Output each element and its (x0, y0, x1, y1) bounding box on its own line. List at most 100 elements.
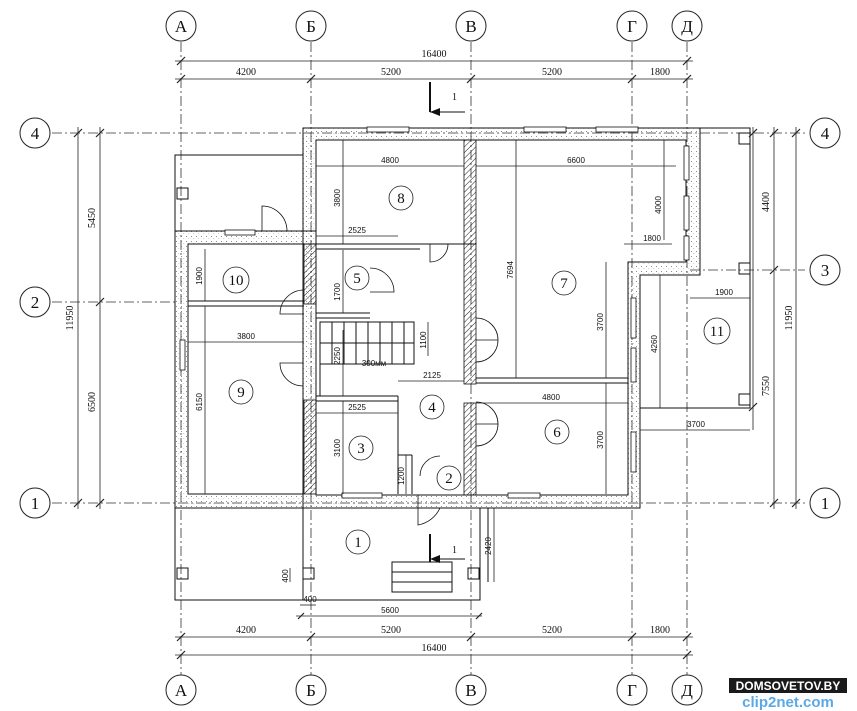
svg-text:7694: 7694 (506, 261, 515, 279)
dimensions-top: 16400 4200 5200 5200 1800 (175, 49, 693, 84)
svg-text:4400: 4400 (761, 192, 772, 212)
axis-bubble-4-right: 4 (809, 117, 841, 149)
svg-text:5200: 5200 (542, 67, 562, 78)
svg-text:1800: 1800 (650, 67, 670, 78)
svg-text:9: 9 (237, 385, 245, 401)
room-label-1: 1 (345, 529, 371, 555)
dimensions-bottom: 4200 5200 5200 1800 16400 (175, 625, 693, 660)
svg-text:11950: 11950 (784, 306, 795, 331)
room-label-8: 8 (388, 185, 414, 211)
watermark-site1: DOMSOVETOV.BY (736, 679, 841, 693)
svg-text:3: 3 (357, 441, 365, 457)
svg-text:Д: Д (681, 17, 693, 36)
svg-text:1: 1 (354, 535, 362, 551)
svg-text:7550: 7550 (761, 376, 772, 396)
svg-text:2250: 2250 (333, 347, 342, 365)
svg-text:4: 4 (428, 400, 436, 416)
exterior-walls (174, 127, 751, 601)
svg-text:4000: 4000 (654, 196, 663, 214)
svg-text:10: 10 (229, 273, 244, 289)
axis-bubble-b-bottom: Б (295, 674, 327, 706)
room-label-2: 2 (436, 465, 462, 491)
svg-text:2420: 2420 (484, 537, 493, 555)
svg-text:Б: Б (306, 17, 316, 36)
axis-bubble-b-top: Б (295, 10, 327, 42)
svg-text:4: 4 (821, 124, 830, 143)
svg-text:6500: 6500 (87, 392, 98, 412)
svg-text:5200: 5200 (381, 67, 401, 78)
watermark: DOMSOVETOV.BY clip2net.com (729, 678, 847, 711)
svg-text:В: В (465, 17, 476, 36)
svg-text:Б: Б (306, 681, 316, 700)
svg-text:4: 4 (31, 124, 40, 143)
room-label-6: 6 (544, 419, 570, 445)
svg-text:6150: 6150 (195, 393, 204, 411)
axis-bubble-a-bottom: А (165, 674, 197, 706)
doors (261, 205, 499, 526)
room-label-9: 9 (228, 379, 254, 405)
svg-text:1: 1 (31, 494, 40, 513)
dim-overall-bottom: 16400 (422, 643, 447, 654)
svg-text:В: В (465, 681, 476, 700)
svg-text:Г: Г (627, 681, 637, 700)
axis-bubble-g-top: Г (616, 10, 648, 42)
svg-text:400: 400 (303, 595, 317, 604)
dimensions-right: 11950 4400 7550 (748, 127, 801, 509)
room-label-4: 4 (419, 394, 445, 420)
svg-text:3: 3 (821, 261, 830, 280)
svg-text:2525: 2525 (348, 403, 366, 412)
svg-text:А: А (175, 17, 188, 36)
svg-text:Г: Г (627, 17, 637, 36)
svg-text:2: 2 (445, 471, 453, 487)
svg-text:3800: 3800 (333, 189, 342, 207)
room-label-5: 5 (344, 265, 370, 291)
axis-bubble-4-left: 4 (19, 117, 51, 149)
watermark-site2: clip2net.com (742, 694, 834, 711)
svg-text:11950: 11950 (65, 306, 76, 331)
svg-text:4800: 4800 (381, 156, 399, 165)
svg-text:4200: 4200 (236, 67, 256, 78)
svg-text:1: 1 (452, 92, 457, 103)
room-label-7: 7 (551, 270, 577, 296)
svg-text:4800: 4800 (542, 393, 560, 402)
interior-dimensions: 4800 6600 3800 4000 1800 2525 7694 1900 … (188, 140, 750, 620)
svg-text:6: 6 (553, 425, 561, 441)
svg-text:4260: 4260 (650, 335, 659, 353)
svg-text:11: 11 (710, 324, 724, 340)
svg-text:8: 8 (397, 191, 405, 207)
svg-text:3700: 3700 (596, 313, 605, 331)
svg-text:1900: 1900 (195, 267, 204, 285)
svg-text:1700: 1700 (333, 283, 342, 301)
axis-bubble-d-bottom: Д (671, 674, 703, 706)
windows (179, 126, 690, 499)
svg-text:1100: 1100 (419, 331, 428, 349)
svg-text:3700: 3700 (687, 420, 705, 429)
svg-text:1800: 1800 (650, 625, 670, 636)
svg-text:3700: 3700 (596, 431, 605, 449)
axis-bubble-3-right: 3 (809, 254, 841, 286)
svg-text:3800: 3800 (237, 332, 255, 341)
room-label-11: 11 (703, 317, 731, 345)
svg-text:300мм: 300мм (362, 359, 386, 368)
section-mark-bottom: 1 (429, 534, 465, 563)
interior-walls (188, 139, 628, 496)
svg-text:1200: 1200 (397, 467, 406, 485)
room-label-3: 3 (348, 435, 374, 461)
axis-bubble-v-top: В (455, 10, 487, 42)
svg-text:5450: 5450 (87, 208, 98, 228)
axis-bubble-1-right: 1 (809, 487, 841, 519)
axis-bubble-1-left: 1 (19, 487, 51, 519)
dimensions-left: 11950 5450 6500 (65, 127, 105, 509)
axis-bubble-v-bottom: В (455, 674, 487, 706)
dim-overall-top: 16400 (422, 49, 447, 60)
svg-text:1900: 1900 (715, 288, 733, 297)
axis-bubble-d-top: Д (671, 10, 703, 42)
svg-text:7: 7 (560, 276, 568, 292)
svg-text:2: 2 (31, 293, 40, 312)
svg-text:5200: 5200 (381, 625, 401, 636)
svg-text:1800: 1800 (643, 234, 661, 243)
axis-lines (52, 42, 805, 675)
svg-text:4200: 4200 (236, 625, 256, 636)
svg-text:1: 1 (452, 545, 457, 556)
